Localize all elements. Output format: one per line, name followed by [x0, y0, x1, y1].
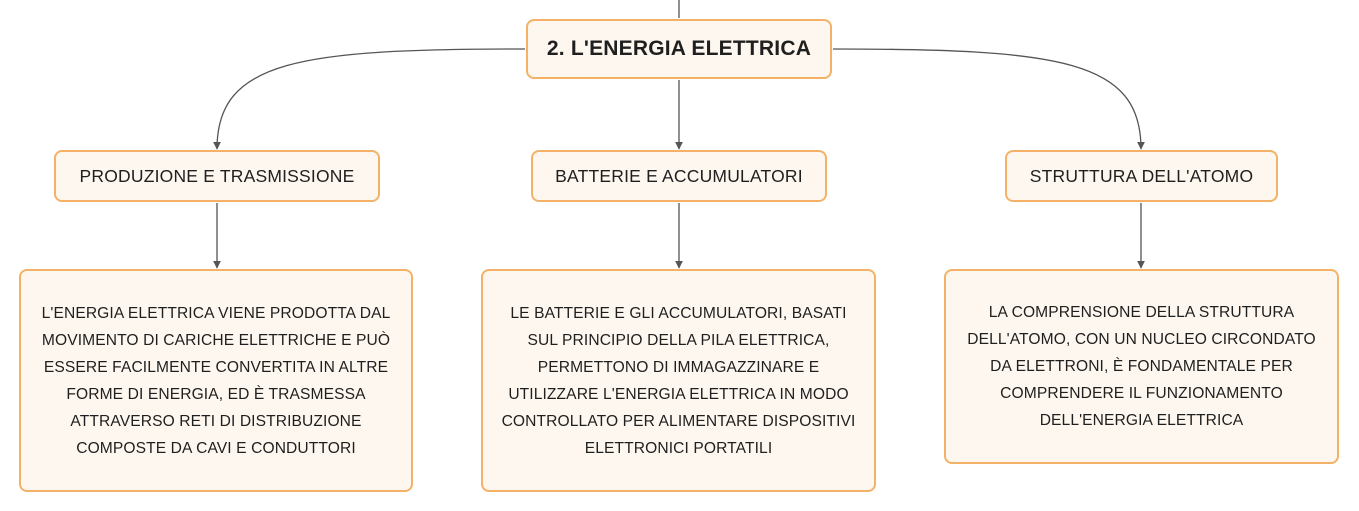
connector-root-to-branch-3 [832, 48, 1145, 150]
detail-node-struttura[interactable]: LA COMPRENSIONE DELLA STRUTTURA DELL'ATO… [944, 269, 1339, 464]
detail-node-produzione[interactable]: L'ENERGIA ELETTRICA VIENE PRODOTTA DAL M… [19, 269, 413, 492]
branch-node-produzione[interactable]: PRODUZIONE E TRASMISSIONE [54, 150, 380, 202]
branch-node-batterie[interactable]: BATTERIE E ACCUMULATORI [531, 150, 827, 202]
branch-node-struttura[interactable]: STRUTTURA DELL'ATOMO [1005, 150, 1278, 202]
branch-node-label: PRODUZIONE E TRASMISSIONE [79, 165, 355, 186]
detail-node-text: LA COMPRENSIONE DELLA STRUTTURA DELL'ATO… [967, 304, 1316, 429]
connector-root-to-branch-1 [213, 48, 526, 150]
detail-node-text: L'ENERGIA ELETTRICA VIENE PRODOTTA DAL M… [41, 304, 391, 457]
root-node-label: 2. L'ENERGIA ELETTRICA [546, 37, 812, 60]
detail-node-batterie[interactable]: LE BATTERIE E GLI ACCUMULATORI, BASATI S… [481, 269, 876, 492]
branch-node-label: BATTERIE E ACCUMULATORI [555, 165, 803, 186]
detail-node-text: LE BATTERIE E GLI ACCUMULATORI, BASATI S… [501, 304, 856, 457]
branch-node-label: STRUTTURA DELL'ATOMO [1029, 165, 1254, 186]
root-node[interactable]: 2. L'ENERGIA ELETTRICA [526, 19, 832, 79]
